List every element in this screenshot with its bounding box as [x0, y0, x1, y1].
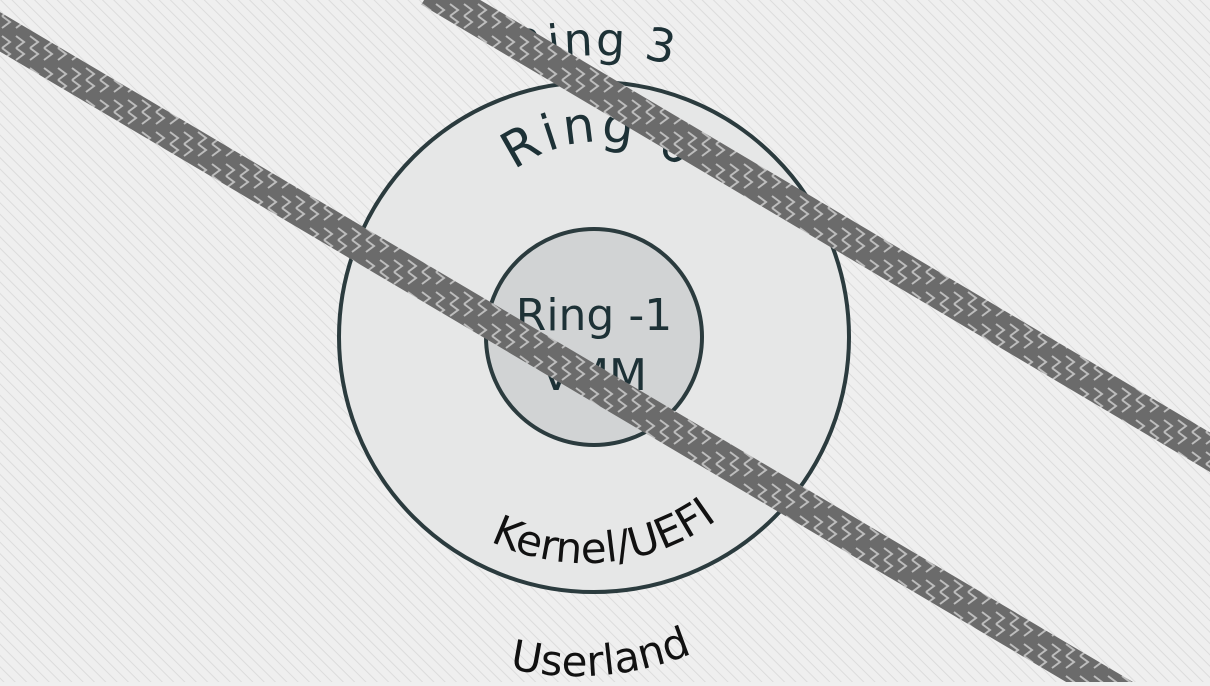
tire-track-lower [0, 12, 1139, 686]
tire-track-upper [421, 0, 1210, 472]
